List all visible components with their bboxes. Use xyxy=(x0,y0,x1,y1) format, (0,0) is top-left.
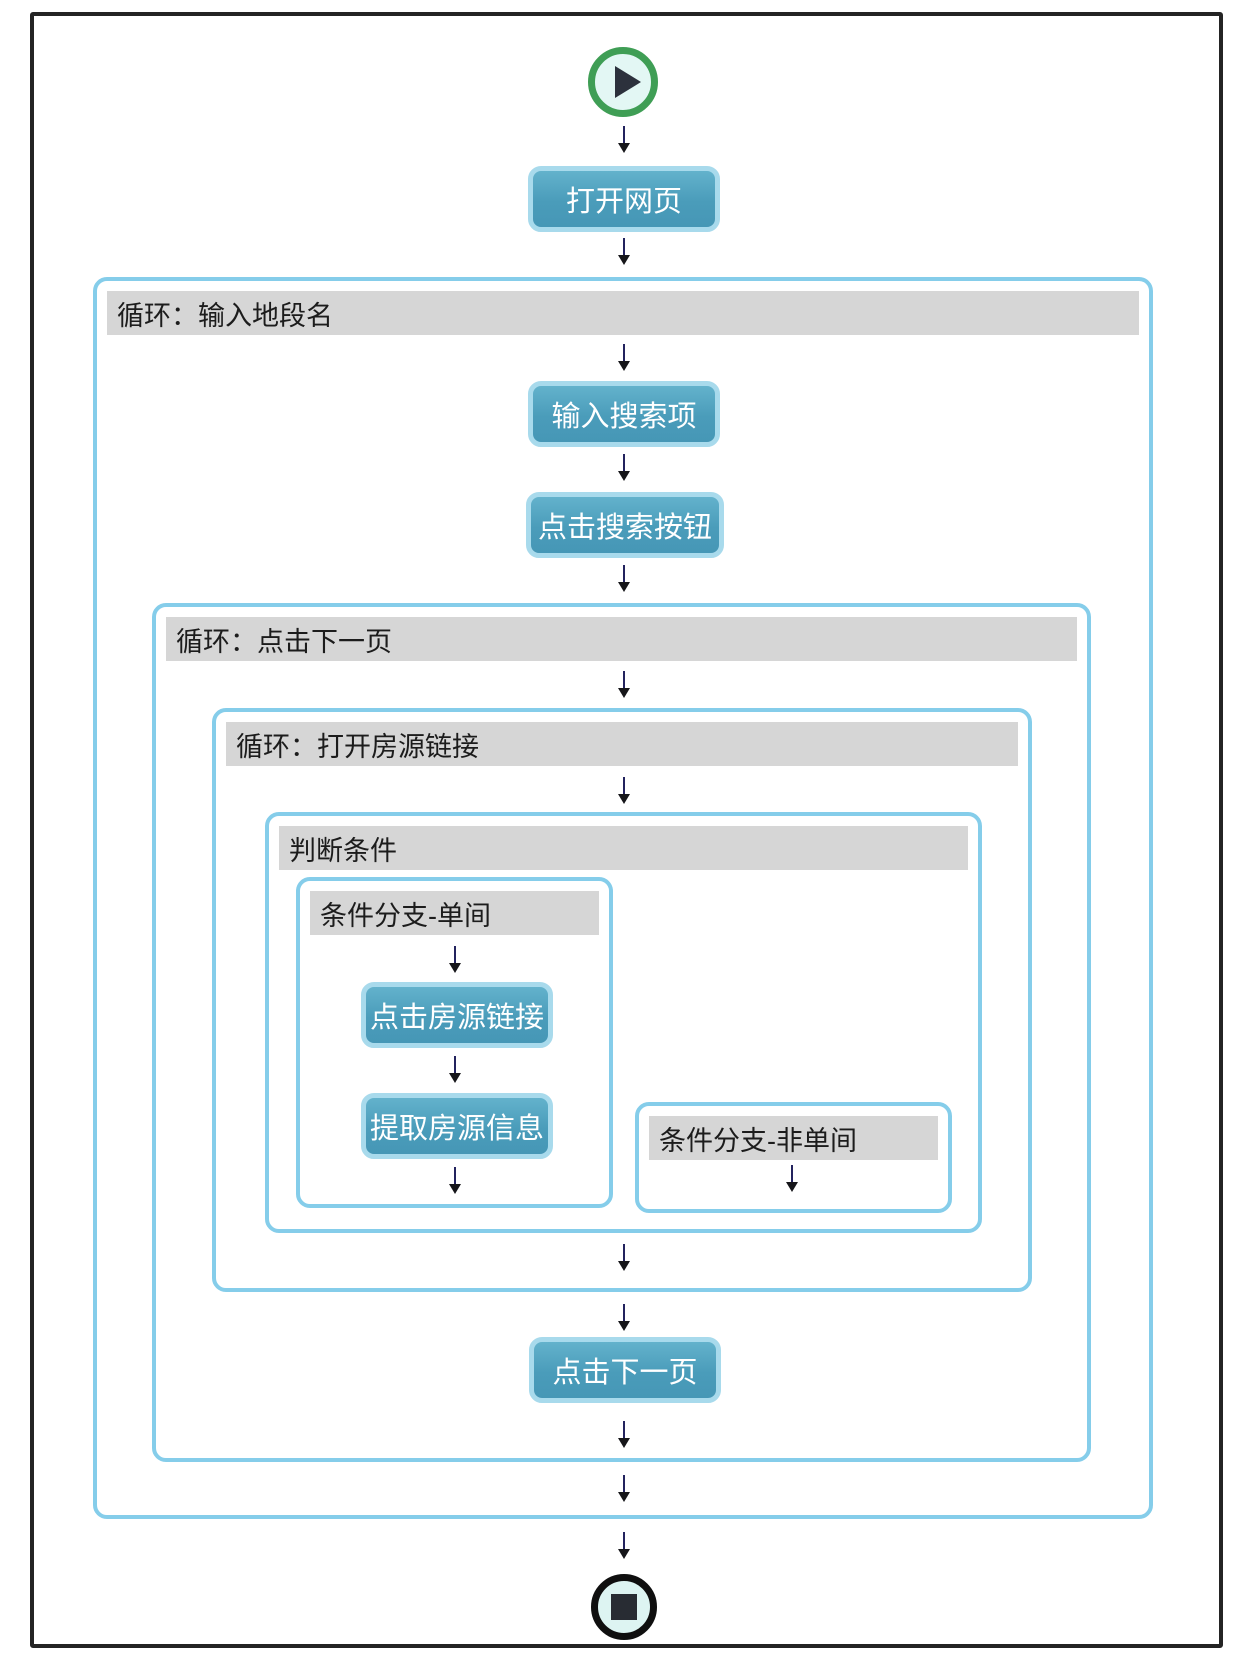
arrow-down-icon xyxy=(617,1421,631,1449)
play-icon xyxy=(615,66,641,98)
loop-header-next-page[interactable]: 循环：点击下一页 xyxy=(166,617,1077,661)
branch-header-not-single-room[interactable]: 条件分支-非单间 xyxy=(649,1116,938,1160)
start-node[interactable] xyxy=(588,47,658,117)
arrow-down-icon xyxy=(617,777,631,805)
arrow-down-icon xyxy=(617,1532,631,1560)
loop-header-input-area[interactable]: 循环：输入地段名 xyxy=(107,291,1139,335)
step-open-webpage-button[interactable]: 打开网页 xyxy=(528,166,720,232)
arrow-down-icon xyxy=(617,454,631,482)
condition-header[interactable]: 判断条件 xyxy=(279,826,968,870)
end-node[interactable] xyxy=(591,1574,657,1640)
arrow-down-icon xyxy=(448,1167,462,1195)
step-click-search-button[interactable]: 点击搜索按钮 xyxy=(526,492,724,558)
arrow-down-icon xyxy=(617,126,631,154)
branch-header-single-room[interactable]: 条件分支-单间 xyxy=(310,891,599,935)
arrow-down-icon xyxy=(785,1165,799,1193)
step-click-next-page-button[interactable]: 点击下一页 xyxy=(529,1337,721,1403)
arrow-down-icon xyxy=(448,1056,462,1084)
arrow-down-icon xyxy=(448,946,462,974)
loop-header-open-listing[interactable]: 循环：打开房源链接 xyxy=(226,722,1018,766)
step-input-search-button[interactable]: 输入搜索项 xyxy=(528,381,720,447)
arrow-down-icon xyxy=(617,238,631,266)
arrow-down-icon xyxy=(617,1304,631,1332)
step-extract-info-button[interactable]: 提取房源信息 xyxy=(361,1093,553,1159)
stop-icon xyxy=(611,1594,637,1620)
step-click-listing-button[interactable]: 点击房源链接 xyxy=(361,982,553,1048)
arrow-down-icon xyxy=(617,565,631,593)
arrow-down-icon xyxy=(617,1244,631,1272)
arrow-down-icon xyxy=(617,1475,631,1503)
arrow-down-icon xyxy=(617,671,631,699)
arrow-down-icon xyxy=(617,344,631,372)
branch-container-not-single-room: 条件分支-非单间 xyxy=(635,1102,952,1213)
